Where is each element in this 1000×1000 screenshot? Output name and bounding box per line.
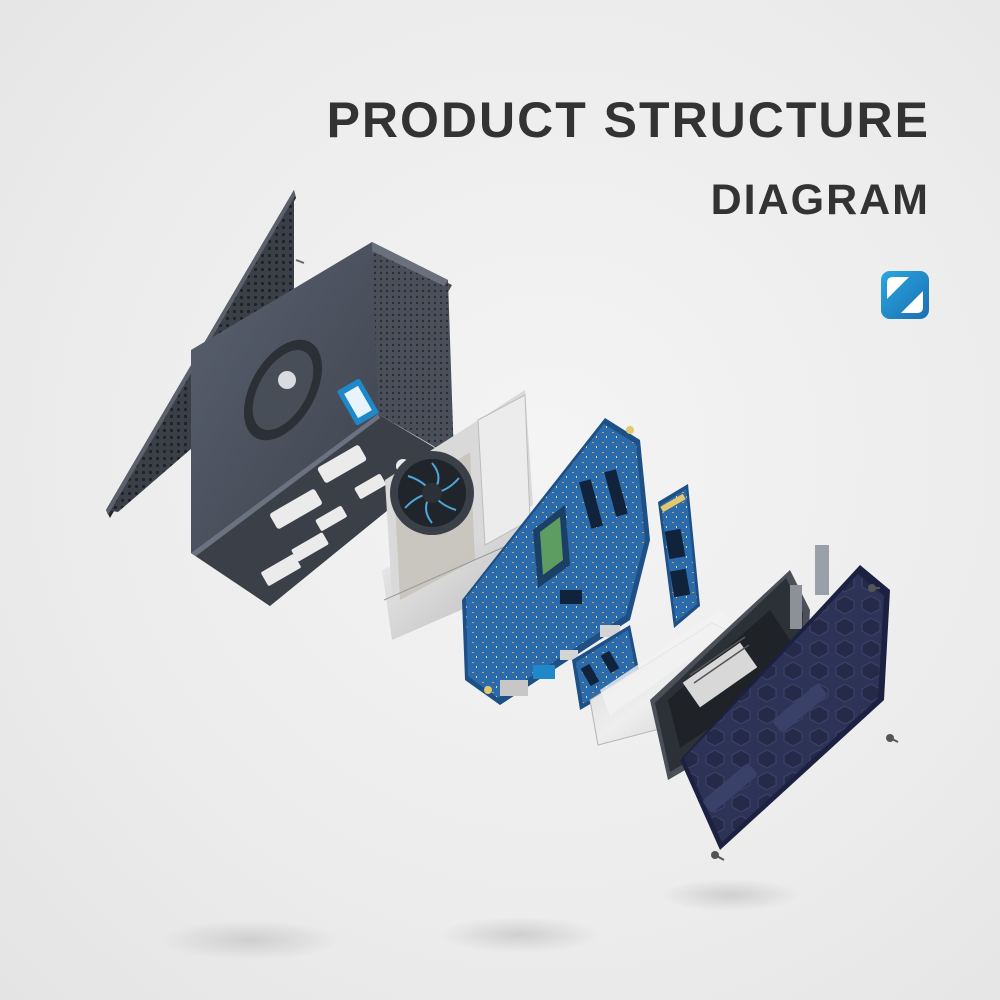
port-cutout: [270, 489, 322, 529]
port-cutout: [354, 474, 386, 499]
port-cutout: [291, 532, 329, 562]
page-title: PRODUCT STRUCTURE: [326, 92, 930, 148]
floor-shadow: [160, 920, 340, 960]
mounting-bracket: [815, 545, 829, 595]
title-block: PRODUCT STRUCTURE DIAGRAM: [327, 88, 930, 228]
floor-shadow: [440, 917, 600, 953]
hdmi-port: [600, 625, 620, 637]
brand-logo-icon: [881, 271, 929, 319]
usb-port: [533, 665, 555, 679]
m2-ssd: [658, 484, 700, 628]
screw-icon: [711, 851, 725, 861]
sata-connector: [790, 585, 802, 629]
floor-shadow: [660, 879, 800, 911]
hdmi-port: [560, 650, 578, 660]
page-subtitle: DIAGRAM: [710, 176, 930, 224]
port-cutout: [261, 554, 301, 586]
sata-ssd: [650, 570, 810, 780]
bottom-plate: [680, 545, 890, 850]
screw-icon: [868, 584, 880, 592]
motherboard: [462, 418, 650, 705]
cooling-fan: [382, 390, 533, 640]
ssd-label: [682, 642, 758, 708]
port-cutout: [317, 445, 367, 483]
screw-icon: [886, 734, 899, 743]
ethernet-port: [500, 680, 528, 696]
port-cutout: [315, 506, 347, 531]
chassis-shell: [191, 242, 454, 606]
m2-ram-module: [572, 625, 640, 710]
